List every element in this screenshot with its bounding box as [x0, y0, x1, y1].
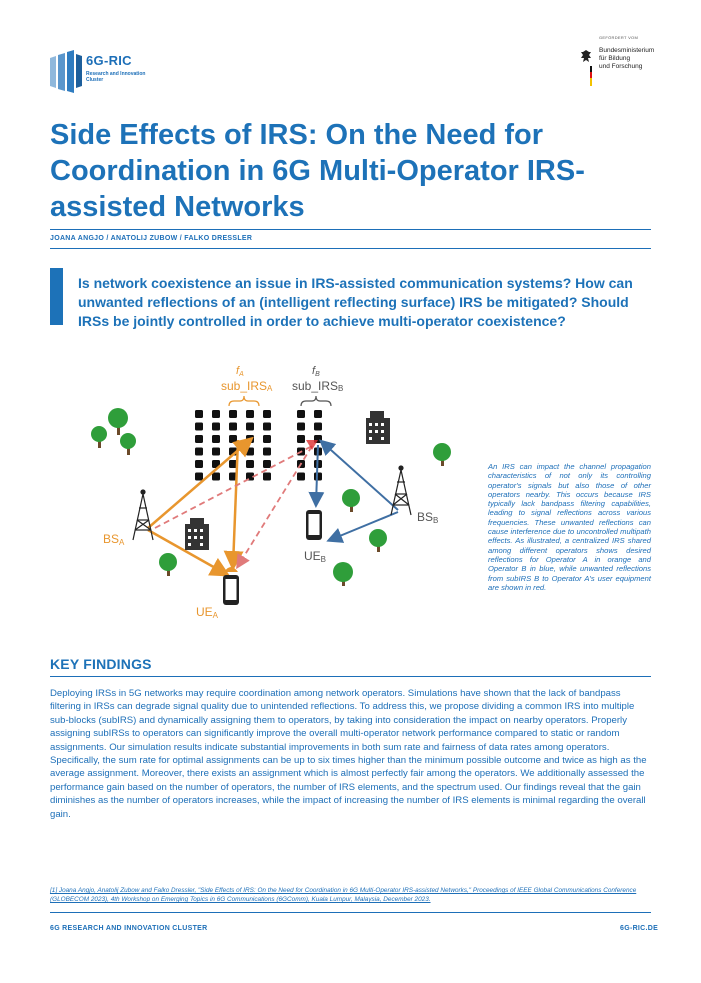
bs-a-label: BSA: [103, 532, 125, 547]
irs-element: [314, 422, 322, 431]
bs-b-label: BSB: [417, 510, 438, 525]
irs-to-ue-b-path: [308, 444, 325, 508]
irs-element: [195, 410, 203, 418]
tree-icon: [433, 443, 451, 466]
irs-element: [246, 410, 254, 418]
key-findings-body: Deploying IRSs in 5G networks may requir…: [50, 688, 647, 820]
irs-element: [229, 422, 237, 431]
reference-link[interactable]: [1] Joana Angjo, Anatolij Zubow and Falk…: [50, 887, 637, 903]
figure-caption: An IRS can impact the channel propagatio…: [488, 462, 651, 592]
irs-element: [246, 447, 254, 456]
ue-a-label: UEA: [196, 605, 219, 620]
bs-a-to-ue-a-path: [147, 528, 231, 577]
irs-element: [246, 460, 254, 468]
footer-website-link[interactable]: 6G-RIC.DE: [620, 925, 659, 932]
irs-element: [297, 435, 305, 443]
irs-diagram: fA fB sub_IRSA sub_IRSB: [91, 365, 451, 620]
unwanted-reflection-2: [236, 445, 313, 570]
bs-b-to-ue-b-path: [326, 511, 399, 543]
irs-element: [195, 447, 203, 456]
irs-element: [297, 472, 305, 481]
footer-divider: [50, 912, 651, 913]
tree-icon: [120, 433, 136, 455]
ue-b-phone-icon: [306, 510, 322, 540]
ministry-line-2: für Bildung: [599, 54, 631, 62]
title-divider: [50, 229, 651, 230]
lead-questions: Is network coexistence an issue in IRS-a…: [78, 275, 633, 329]
irs-element: [246, 422, 254, 431]
ue-a-phone-icon: [223, 575, 239, 605]
unwanted-reflection-1: [154, 445, 313, 529]
tree-icon: [108, 408, 128, 435]
tree-icon: [342, 489, 360, 512]
6g-ric-logo-icon: [50, 50, 82, 93]
bs-b-tower-icon: [390, 465, 412, 516]
page-title: Side Effects of IRS: On the Need for Coo…: [50, 119, 585, 223]
tree-icon: [159, 553, 177, 576]
irs-element: [263, 460, 271, 468]
key-findings-divider: [50, 676, 651, 677]
ministry-name: Bundesministerium für Bildung und Forsch…: [599, 47, 679, 70]
irs-element: [263, 422, 271, 431]
irs-element: [195, 435, 203, 443]
tree-icon: [333, 562, 353, 586]
ministry-line-3: und Forschung: [599, 62, 643, 70]
ministry-line-1: Bundesministerium: [599, 47, 655, 54]
sub-irs-b-brace: [300, 395, 332, 407]
irs-element: [229, 410, 237, 418]
ue-b-label: UEB: [304, 549, 326, 564]
lead-accent-bar: [50, 268, 63, 325]
irs-element: [263, 447, 271, 456]
irs-element: [195, 460, 203, 468]
funded-by-label: GEFÖRDERT VOM: [599, 35, 639, 40]
logo-title: 6G-RIC: [86, 53, 132, 68]
ue-a-signal-icon: [224, 567, 238, 572]
irs-element: [212, 435, 220, 443]
irs-element: [314, 410, 322, 418]
irs-element: [297, 410, 305, 418]
sub-irs-a-label: sub_IRSA: [221, 379, 273, 393]
bs-b-to-irs-path: [319, 439, 399, 511]
federal-eagle-flag-icon: [581, 50, 592, 86]
irs-element: [297, 422, 305, 431]
authors-divider: [50, 248, 651, 249]
authors: JOANA ANGJO / ANATOLIJ ZUBOW / FALKO DRE…: [50, 235, 253, 242]
irs-element: [263, 435, 271, 443]
irs-element: [263, 472, 271, 481]
irs-element: [212, 422, 220, 431]
irs-element: [212, 410, 220, 418]
irs-to-ue-a-path: [223, 439, 244, 571]
tree-icon: [369, 529, 387, 552]
tree-icon: [91, 426, 107, 448]
building-icon: [185, 518, 209, 550]
irs-element: [229, 460, 237, 468]
footer-cluster-name: 6G RESEARCH AND INNOVATION CLUSTER: [50, 925, 208, 932]
freq-b-label: fB: [312, 365, 320, 378]
building-icon: [366, 411, 390, 444]
key-findings-heading: KEY FINDINGS: [50, 656, 152, 672]
irs-element: [212, 447, 220, 456]
bs-a-to-irs-path: [147, 436, 254, 529]
irs-element: [212, 472, 220, 481]
irs-element: [229, 472, 237, 481]
irs-element: [195, 422, 203, 431]
reflection-highlight-icon: [306, 440, 318, 450]
irs-element: [195, 472, 203, 481]
irs-element: [263, 410, 271, 418]
irs-element: [229, 435, 237, 443]
bs-a-tower-icon: [132, 489, 154, 541]
logo-subtitle: Research and Innovation Cluster: [86, 71, 146, 83]
sub-irs-a-brace: [228, 395, 260, 407]
sub-irs-b-label: sub_IRSB: [292, 379, 343, 393]
freq-a-label: fA: [236, 365, 244, 378]
